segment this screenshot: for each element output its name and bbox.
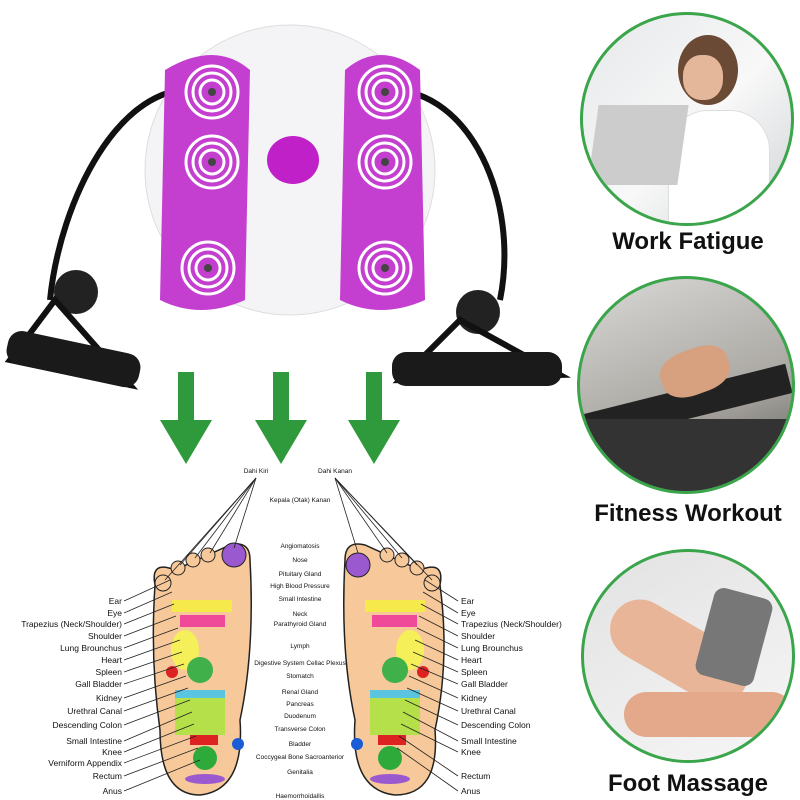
label-dahi-kanan: Dahi Kanan bbox=[318, 468, 352, 475]
label-right-5: Heart bbox=[461, 655, 482, 665]
fitness-workout-photo bbox=[577, 276, 795, 494]
leader-lines bbox=[123, 477, 459, 792]
foot-pad-left bbox=[160, 55, 250, 310]
label-right-13: Rectum bbox=[461, 771, 491, 781]
caption-fitness-workout: Fitness Workout bbox=[594, 500, 782, 527]
label-left-7: Gall Bladder bbox=[75, 679, 122, 689]
massage-rings bbox=[180, 64, 413, 296]
label-center-14: Bladder bbox=[288, 741, 312, 748]
label-left-14: Rectum bbox=[92, 771, 122, 781]
foot-massage-photo bbox=[581, 549, 795, 763]
label-center-4: Small Intestine bbox=[278, 596, 322, 603]
label-center-3: High Blood Pressure bbox=[270, 583, 330, 590]
center-knob bbox=[267, 136, 319, 184]
label-dahi-kiri: Dahi Kiri bbox=[243, 468, 269, 475]
reflexology-foot-right bbox=[343, 543, 445, 796]
label-left-6: Spleen bbox=[95, 667, 122, 677]
label-center-1: Nose bbox=[292, 557, 308, 564]
label-center-16: Genitalia bbox=[287, 769, 313, 776]
label-left-3: Shoulder bbox=[87, 631, 122, 641]
foot-pad-right bbox=[340, 55, 425, 310]
label-right-0: Ear bbox=[461, 596, 475, 606]
label-center-12: Duodenum bbox=[284, 713, 316, 720]
label-left-1: Eye bbox=[107, 608, 122, 618]
caption-foot-massage: Foot Massage bbox=[607, 770, 769, 797]
label-left-9: Urethral Canal bbox=[67, 706, 122, 716]
label-center-0: Angiomatosis bbox=[280, 543, 320, 550]
label-right-4: Lung Brounchus bbox=[461, 643, 523, 653]
label-left-8: Kidney bbox=[96, 693, 122, 703]
work-fatigue-photo bbox=[580, 12, 794, 226]
label-center-7: Lymph bbox=[290, 643, 310, 650]
label-left-10: Descending Colon bbox=[52, 720, 122, 730]
label-left-4: Lung Brounchus bbox=[60, 643, 122, 653]
label-right-9: Urethral Canal bbox=[461, 706, 516, 716]
band-clip-left bbox=[54, 270, 98, 314]
label-center-10: Renal Gland bbox=[281, 689, 319, 696]
label-left-13: Verniform Appendix bbox=[48, 758, 122, 768]
label-left-15: Anus bbox=[102, 786, 122, 796]
caption-work-fatigue: Work Fatigue bbox=[612, 228, 764, 255]
label-right-3: Shoulder bbox=[461, 631, 496, 641]
label-left-11: Small Intestine bbox=[66, 736, 122, 746]
label-center-11: Pancreas bbox=[286, 701, 314, 708]
label-kepala: Kepala (Otak) Kanan bbox=[269, 497, 331, 504]
label-left-0: Ear bbox=[108, 596, 122, 606]
label-center-5: Neck bbox=[292, 611, 308, 618]
label-left-5: Heart bbox=[101, 655, 122, 665]
label-right-8: Kidney bbox=[461, 693, 487, 703]
label-left-12: Knee bbox=[102, 747, 122, 757]
label-center-13: Transverse Colon bbox=[274, 726, 326, 733]
label-right-2: Trapezius (Neck/Shoulder) bbox=[461, 619, 562, 629]
label-right-11: Small Intestine bbox=[461, 736, 517, 746]
label-left-2: Trapezius (Neck/Shoulder) bbox=[21, 619, 122, 629]
label-center-6: Parathyroid Gland bbox=[273, 621, 327, 628]
label-right-12: Knee bbox=[461, 747, 481, 757]
label-center-8: Digestive System Cellac Plexus bbox=[254, 660, 346, 667]
label-right-14: Anus bbox=[461, 786, 481, 796]
label-right-10: Descending Colon bbox=[461, 720, 531, 730]
label-center-17: Haemorrhoidallis bbox=[275, 793, 325, 800]
handle-right bbox=[392, 352, 562, 386]
label-center-9: Stomatch bbox=[286, 673, 314, 680]
label-right-6: Spleen bbox=[461, 667, 488, 677]
label-center-2: Pituitary Gland bbox=[278, 571, 322, 578]
label-right-7: Gall Bladder bbox=[461, 679, 508, 689]
label-center-15: Coccygeal Bone Sacroanterior bbox=[255, 754, 345, 761]
down-arrows bbox=[160, 372, 400, 464]
label-right-1: Eye bbox=[461, 608, 476, 618]
handle-left bbox=[6, 331, 141, 388]
